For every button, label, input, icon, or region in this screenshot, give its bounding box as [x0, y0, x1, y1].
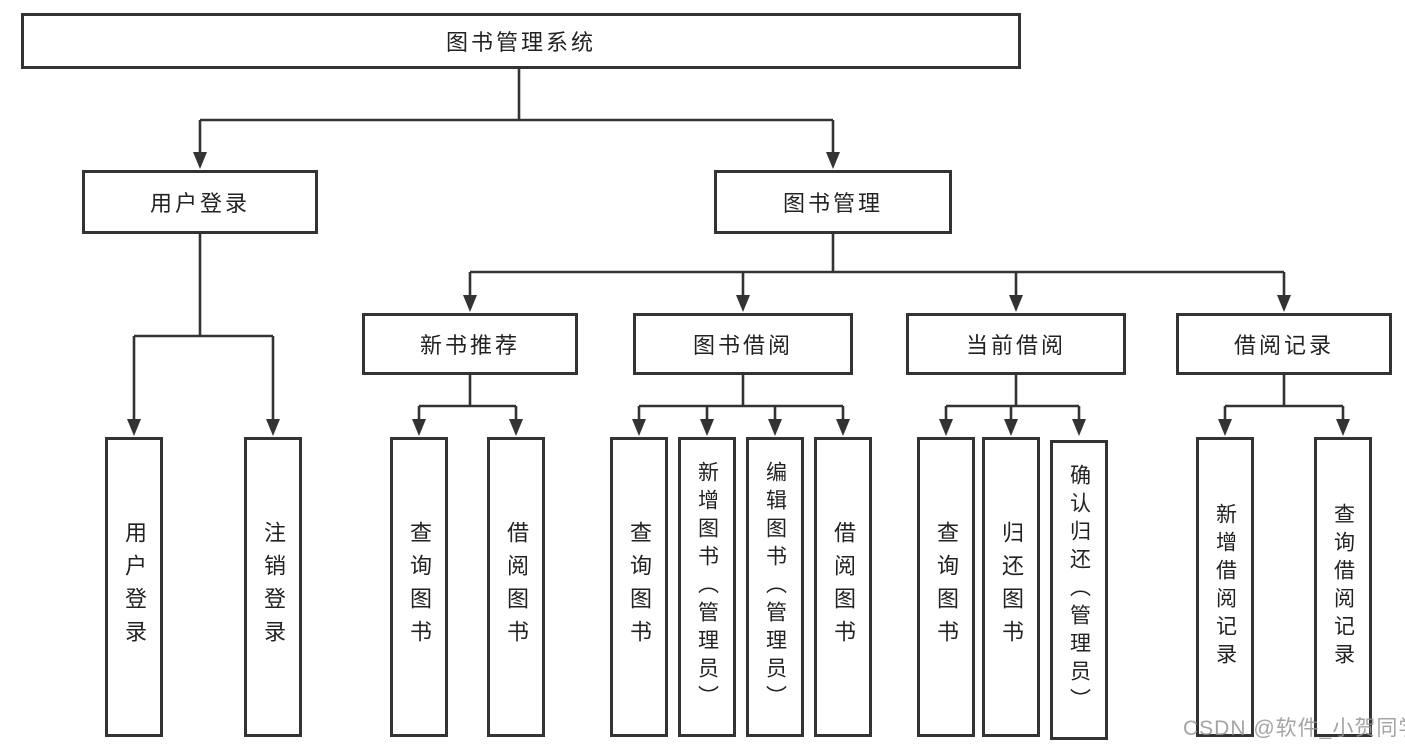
leaf-edit-books-admin: 编辑图书（管理员）: [746, 437, 804, 737]
leaf-user-login: 用户登录: [105, 437, 163, 737]
node-root: 图书管理系统: [21, 13, 1021, 69]
leaf-add-borrow-record-label: 新增借阅记录: [1213, 503, 1237, 671]
leaf-logout: 注销登录: [244, 437, 302, 737]
leaf-query-borrow-record-label: 查询借阅记录: [1331, 503, 1355, 671]
leaf-recommend-query-books: 查询图书: [390, 437, 448, 737]
node-borrow-records: 借阅记录: [1176, 313, 1392, 375]
node-book-borrow: 图书借阅: [633, 313, 853, 375]
node-user-login-label: 用户登录: [149, 191, 250, 216]
node-root-label: 图书管理系统: [445, 30, 596, 55]
node-new-book-recommend: 新书推荐: [362, 313, 578, 375]
leaf-edit-books-admin-label: 编辑图书（管理员）: [763, 461, 787, 713]
node-current-borrow: 当前借阅: [906, 313, 1126, 375]
node-book-management: 图书管理: [714, 170, 952, 234]
leaf-add-books-admin: 新增图书（管理员）: [678, 437, 736, 737]
leaf-borrow-query-books-label: 查询图书: [627, 521, 652, 653]
leaf-add-books-admin-label: 新增图书（管理员）: [695, 461, 719, 713]
leaf-current-query-books-label: 查询图书: [934, 521, 959, 653]
leaf-borrow-books: 借阅图书: [814, 437, 872, 737]
leaf-user-login-label: 用户登录: [122, 521, 147, 653]
leaf-recommend-borrow-books-label: 借阅图书: [504, 521, 529, 653]
leaf-recommend-borrow-books: 借阅图书: [487, 437, 545, 737]
leaf-borrow-query-books: 查询图书: [610, 437, 668, 737]
leaf-add-borrow-record: 新增借阅记录: [1196, 437, 1254, 737]
leaf-return-books: 归还图书: [982, 437, 1040, 737]
leaf-confirm-return-admin: 确认归还（管理员）: [1050, 440, 1108, 740]
node-book-management-label: 图书管理: [782, 191, 883, 216]
node-book-borrow-label: 图书借阅: [692, 333, 793, 358]
leaf-logout-label: 注销登录: [261, 521, 286, 653]
leaf-confirm-return-admin-label: 确认归还（管理员）: [1067, 464, 1091, 716]
watermark: CSDN @软件_小贺同学: [1183, 717, 1405, 740]
leaf-return-books-label: 归还图书: [999, 521, 1024, 653]
leaf-query-borrow-record: 查询借阅记录: [1314, 437, 1372, 737]
leaf-recommend-query-books-label: 查询图书: [407, 521, 432, 653]
leaf-current-query-books: 查询图书: [917, 437, 975, 737]
leaf-borrow-books-label: 借阅图书: [831, 521, 856, 653]
node-borrow-records-label: 借阅记录: [1233, 333, 1334, 358]
node-current-borrow-label: 当前借阅: [965, 333, 1066, 358]
node-new-book-recommend-label: 新书推荐: [419, 333, 520, 358]
node-user-login: 用户登录: [82, 170, 318, 234]
